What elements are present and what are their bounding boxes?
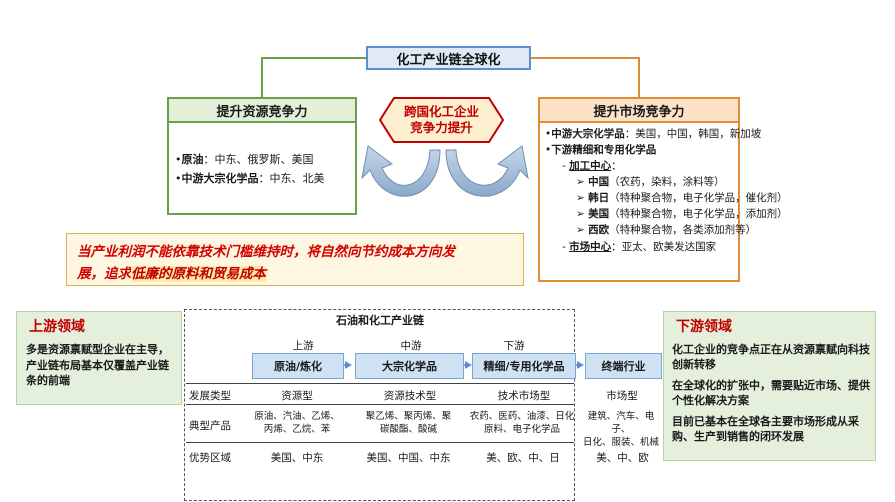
product-line: 建筑、汽车、电子、 <box>587 411 655 435</box>
right-row-text: ：美国，中国，韩国，新加坡 <box>624 128 762 140</box>
arrow-right-icon <box>577 361 584 369</box>
stage-box-fine: 精细/专用化学品 <box>472 353 576 379</box>
upstream-text: 多是资源禀赋型企业在主导，产业链布局基本仅覆盖产业链条的前端 <box>26 343 169 387</box>
arrow-right-icon <box>345 361 352 369</box>
country-row-usa: ➢ 美国（特种聚合物，电子化学品，添加剂） <box>576 208 788 220</box>
country-row-western-europe: ➢ 西欧（特种聚合物，各类添加剂等） <box>576 224 757 236</box>
note-line-2-start: 展，追求 <box>77 266 131 282</box>
processing-center-colon: ： <box>611 160 622 172</box>
market-center-text: ：亚太、欧美发达国家 <box>611 241 717 253</box>
downstream-point-1: 化工企业的竞争点正在从资源禀赋向科技创新转移 <box>672 343 870 371</box>
global-chain-title: 化工产业链全球化 <box>366 46 531 70</box>
center-hexagon-shape <box>378 97 505 143</box>
left-row-text: ：中东、俄罗斯、美国 <box>203 153 314 166</box>
country-name: 美国 <box>588 208 610 220</box>
market-center-row: - 市场中心：亚太、欧美发达国家 <box>562 241 717 253</box>
note-line-2: 展，追求低廉的原料和贸易成本 <box>77 262 266 282</box>
right-row-label: 中游大宗化学品 <box>551 128 625 140</box>
product-line: 碳酸酯、酸碱 <box>379 424 437 435</box>
product-cell: 聚乙烯、聚丙烯、聚碳酸酯、酸碱 <box>355 410 462 436</box>
country-name: 西欧 <box>588 224 610 236</box>
cost-shift-note: 当产业利润不能依靠技术门槛维持时，将自然向节约成本方向发 展，追求低廉的原料和贸… <box>66 233 524 286</box>
product-line: 农药、医药、油漆、日化 <box>469 411 575 422</box>
stage-upstream: 上游 <box>292 340 314 352</box>
country-text: （农药，染料，涂料等） <box>609 176 725 188</box>
row-label-region: 优势区域 <box>189 452 231 464</box>
product-line: 聚乙烯、聚丙烯、聚 <box>365 411 452 422</box>
product-cell: 建筑、汽车、电子、日化、服装、机械 <box>580 410 662 449</box>
country-row-korea-japan: ➢ 韩日（特种聚合物，电子化学品，催化剂） <box>576 192 788 204</box>
note-highlight: 低廉的原料和贸易成本 <box>131 266 266 282</box>
country-text: （特种聚合物，各类添加剂等） <box>609 224 757 236</box>
resource-box-header: 提升资源竞争力 <box>169 99 355 123</box>
row-label-type: 发展类型 <box>189 390 231 402</box>
market-box-header: 提升市场竞争力 <box>540 99 738 123</box>
center-line-1: 跨国化工企业 <box>403 104 479 119</box>
region-cell: 美国、中东 <box>270 452 324 464</box>
region-cell: 美国、中国、中东 <box>366 452 451 464</box>
downstream-point-3: 目前已基本在全球各主要市场形成从采购、生产到销售的闭环发展 <box>672 415 859 443</box>
dev-type-cell: 技术市场型 <box>497 390 551 402</box>
product-line: 原油、汽油、乙烯、 <box>254 411 340 422</box>
dev-type-cell: 资源型 <box>281 390 313 402</box>
connector-left <box>261 57 366 97</box>
left-row-midstream: •中游大宗化学品：中东、北美 <box>175 172 325 185</box>
dev-type-cell: 市场型 <box>606 390 638 402</box>
right-row-label: 下游精细和专用化学品 <box>551 144 657 156</box>
processing-center-row: - 加工中心： <box>562 160 622 172</box>
left-row-text: ：中东、北美 <box>258 172 325 185</box>
region-cell: 美、中、欧 <box>596 452 649 464</box>
upstream-domain-box: 上游领域 多是资源禀赋型企业在主导，产业链布局基本仅覆盖产业链条的前端 <box>16 311 182 405</box>
row-label-products: 典型产品 <box>189 420 231 432</box>
upstream-title: 上游领域 <box>29 319 85 335</box>
connector-right <box>531 57 640 97</box>
stage-box-terminal: 终端行业 <box>585 353 662 379</box>
country-text: （特种聚合物，电子化学品，催化剂） <box>609 192 788 204</box>
country-row-china: ➢ 中国（农药，染料，涂料等） <box>576 176 725 188</box>
country-name: 韩日 <box>588 192 610 204</box>
downstream-domain-box: 下游领域 化工企业的竞争点正在从资源禀赋向科技创新转移 在全球化的扩张中，需要贴… <box>663 311 876 461</box>
right-row-midstream: •中游大宗化学品：美国，中国，韩国，新加坡 <box>545 128 762 140</box>
stage-midstream: 中游 <box>400 340 422 352</box>
downstream-point-2: 在全球化的扩张中，需要贴近市场、提供个性化解决方案 <box>672 379 870 407</box>
market-competitiveness-box: 提升市场竞争力 •中游大宗化学品：美国，中国，韩国，新加坡 •下游精细和专用化学… <box>538 97 788 282</box>
table-arrows <box>345 361 584 369</box>
country-name: 中国 <box>588 176 610 188</box>
curved-arrow-left-icon <box>361 145 441 197</box>
processing-center-label: 加工中心 <box>569 160 612 172</box>
note-line-1: 当产业利润不能依靠技术门槛维持时，将自然向节约成本方向发 <box>77 244 455 260</box>
product-cell: 原油、汽油、乙烯、丙烯、乙烷、苯 <box>252 410 342 436</box>
center-line-2: 竞争力提升 <box>410 120 473 135</box>
industry-chain-table <box>184 309 575 501</box>
curved-arrow-right-icon <box>445 145 529 197</box>
left-row-label: 中游大宗化学品 <box>181 172 259 185</box>
table-rule <box>186 383 574 384</box>
product-line: 日化、服装、机械 <box>582 437 659 448</box>
market-center-label: 市场中心 <box>569 241 612 253</box>
table-rule <box>186 442 574 443</box>
country-text: （特种聚合物，电子化学品，添加剂） <box>609 208 788 220</box>
table-rule <box>186 404 574 405</box>
stage-downstream: 下游 <box>503 340 525 352</box>
downstream-title: 下游领域 <box>676 319 732 335</box>
right-row-downstream: •下游精细和专用化学品 <box>545 144 657 156</box>
stage-box-bulk: 大宗化学品 <box>355 353 464 379</box>
product-line: 原料、电子化学品 <box>483 424 560 435</box>
table-title: 石油和化工产业链 <box>336 314 424 327</box>
stage-box-crude: 原油/炼化 <box>252 353 344 379</box>
product-cell: 农药、医药、油漆、日化原料、电子化学品 <box>466 410 578 436</box>
arrow-right-icon <box>465 361 472 369</box>
product-line: 丙烯、乙烷、苯 <box>263 424 331 435</box>
left-row-crude: •原油：中东、俄罗斯、美国 <box>175 153 314 166</box>
center-hexagon-label: 跨国化工企业 竞争力提升 <box>380 98 503 142</box>
region-cell: 美、欧、中、日 <box>486 452 560 464</box>
left-row-label: 原油 <box>181 153 204 166</box>
resource-competitiveness-box: 提升资源竞争力 •原油：中东、俄罗斯、美国 •中游大宗化学品：中东、北美 <box>167 97 357 215</box>
dev-type-cell: 资源技术型 <box>383 390 437 402</box>
